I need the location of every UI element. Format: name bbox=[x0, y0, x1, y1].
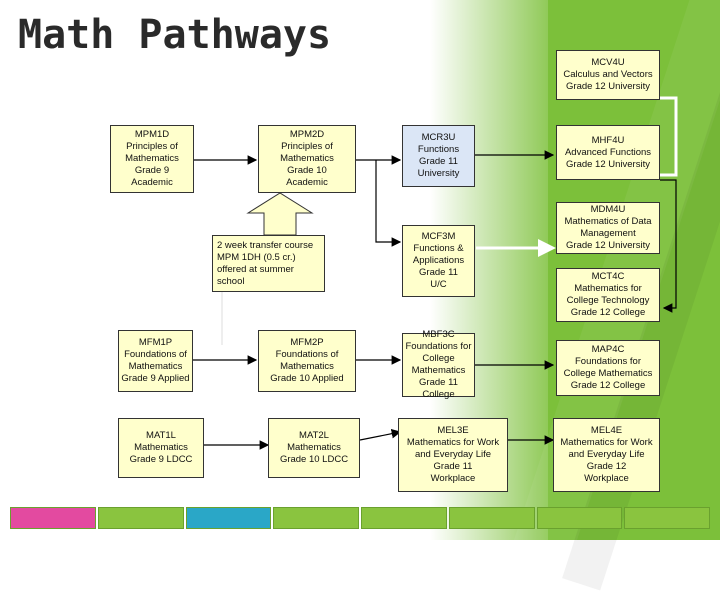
course-mdm4u: MDM4U Mathematics of Data Management Gra… bbox=[556, 202, 660, 254]
footer-segment bbox=[536, 507, 623, 529]
footer-segment bbox=[185, 507, 272, 529]
page-title: Math Pathways bbox=[18, 12, 332, 58]
arrow-mhf4u-mcv4u bbox=[660, 96, 678, 177]
footer-segment bbox=[97, 507, 184, 529]
course-mat1l: MAT1L Mathematics Grade 9 LDCC bbox=[118, 418, 204, 478]
course-mat2l: MAT2L Mathematics Grade 10 LDCC bbox=[268, 418, 360, 478]
footer-segment bbox=[10, 507, 96, 529]
course-mfm1p: MFM1P Foundations of Mathematics Grade 9… bbox=[118, 330, 193, 392]
arrow-mhf4u-mct4c bbox=[660, 179, 677, 313]
course-mpm1d: MPM1D Principles of Mathematics Grade 9 … bbox=[110, 125, 194, 193]
course-mfm2p: MFM2P Foundations of Mathematics Grade 1… bbox=[258, 330, 356, 392]
course-mct4c: MCT4C Mathematics for College Technology… bbox=[556, 268, 660, 322]
transfer-course-note: 2 week transfer course MPM 1DH (0.5 cr.)… bbox=[212, 235, 325, 292]
footer-segment bbox=[361, 507, 447, 529]
arrow-mpm2d-mcf3m bbox=[375, 160, 402, 247]
course-mcv4u: MCV4U Calculus and Vectors Grade 12 Univ… bbox=[556, 50, 660, 100]
course-mcr3u: MCR3U Functions Grade 11 University bbox=[402, 125, 475, 187]
connector-lines bbox=[193, 96, 678, 450]
course-mbf3c: MBF3C Foundations for College Mathematic… bbox=[402, 329, 475, 400]
course-map4c: MAP4C Foundations for College Mathematic… bbox=[556, 340, 660, 396]
footer-segment bbox=[273, 507, 359, 529]
course-mhf4u: MHF4U Advanced Functions Grade 12 Univer… bbox=[556, 125, 660, 180]
arrow-mat2l-mel3e bbox=[359, 428, 402, 441]
footer-color-strip bbox=[10, 507, 710, 529]
course-mel4e: MEL4E Mathematics for Work and Everyday … bbox=[553, 418, 660, 492]
course-mpm2d: MPM2D Principles of Mathematics Grade 10… bbox=[258, 125, 356, 193]
arrow-mfm2p-mcf3m bbox=[374, 254, 401, 340]
course-mel3e: MEL3E Mathematics for Work and Everyday … bbox=[398, 418, 508, 492]
up-arrow-transfer bbox=[246, 192, 314, 236]
footer-segment bbox=[448, 507, 535, 529]
course-mcf3m: MCF3M Functions & Applications Grade 11 … bbox=[402, 225, 475, 297]
footer-segment bbox=[624, 507, 710, 529]
